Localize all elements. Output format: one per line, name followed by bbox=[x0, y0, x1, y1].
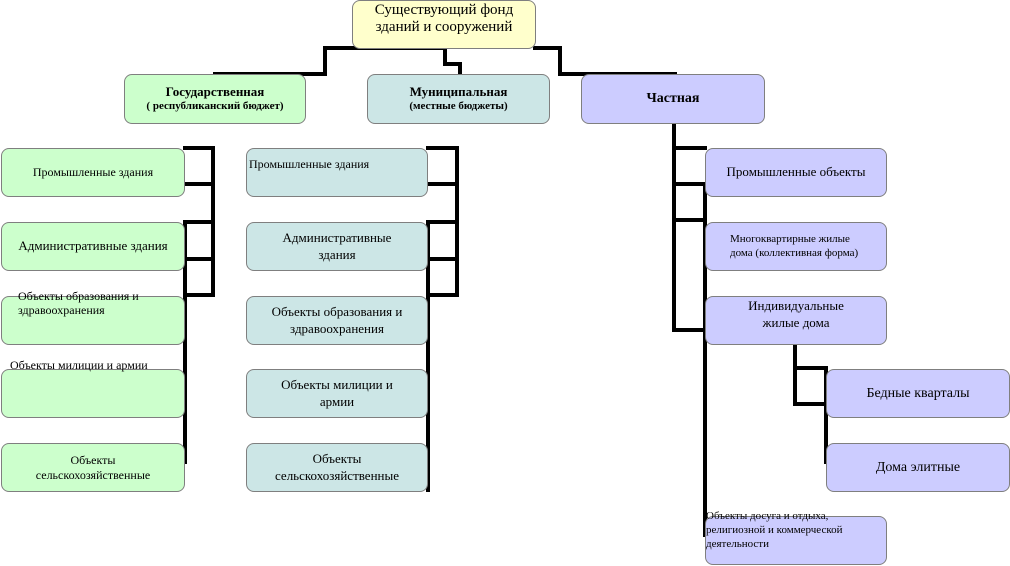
municipal-item-label: Объекты милиции и армии bbox=[281, 377, 393, 409]
connector-root-municipal bbox=[443, 46, 462, 78]
private-item-label: Промышленные объекты bbox=[726, 164, 866, 180]
municipal-item-police-army: Объекты милиции и армии bbox=[246, 369, 428, 418]
municipal-item-administrative: Административные здания bbox=[246, 222, 428, 271]
municipal-item-label: Объекты образования и здравоохранения bbox=[271, 304, 403, 336]
state-item-education-health: Объекты образования и здравоохранения bbox=[1, 289, 185, 345]
connector-private-ladder bbox=[672, 124, 707, 332]
individual-item-elite-houses: Дома элитные bbox=[826, 443, 1010, 492]
root-line2: зданий и сооружений bbox=[375, 19, 513, 36]
state-item-label: Объекты сельскохозяйственные bbox=[35, 452, 151, 482]
connector-individual-ladder bbox=[793, 343, 828, 406]
municipal-item-industrial: Промышленные здания bbox=[246, 148, 428, 197]
private-item-industrial: Промышленные объекты bbox=[705, 148, 887, 197]
municipal-item-education-health: Объекты образования и здравоохранения bbox=[246, 296, 428, 345]
municipal-item-label: Административные здания bbox=[282, 230, 392, 262]
private-item-leisure-religious-commercial: Объекты досуга и отдыха, религиозной и к… bbox=[705, 510, 887, 565]
private-item-individual-houses: Индивидуальные жилые дома bbox=[705, 296, 887, 345]
municipal-box: Муниципальная (местные бюджеты) bbox=[367, 74, 550, 124]
private-title: Частная bbox=[646, 91, 700, 107]
connector-root-private bbox=[533, 46, 677, 76]
private-item-apartment-blocks: Многоквартирные жилые дома (коллективная… bbox=[705, 222, 887, 271]
state-title: Государственная bbox=[165, 84, 265, 99]
municipal-subtitle: (местные бюджеты) bbox=[409, 100, 508, 113]
connector-root-state bbox=[213, 46, 447, 76]
state-item-label: Объекты образования и здравоохранения bbox=[18, 289, 139, 318]
state-item-industrial: Промышленные здания bbox=[1, 148, 185, 197]
state-item-administrative: Административные здания bbox=[1, 222, 185, 271]
private-box: Частная bbox=[581, 74, 765, 124]
private-item-label: Объекты досуга и отдыха, религиозной и к… bbox=[706, 510, 843, 550]
individual-item-poor-quarters: Бедные кварталы bbox=[826, 369, 1010, 418]
individual-item-label: Дома элитные bbox=[875, 459, 961, 475]
state-item-label: Административные здания bbox=[18, 238, 168, 254]
municipal-item-label: Промышленные здания bbox=[249, 157, 370, 171]
municipal-title: Муниципальная bbox=[409, 84, 508, 99]
state-item-label: Промышленные здания bbox=[32, 165, 154, 179]
private-item-label: Многоквартирные жилые дома (коллективная… bbox=[730, 232, 859, 259]
root-line1: Существующий фонд bbox=[374, 2, 514, 18]
private-item-label: Индивидуальные жилые дома bbox=[748, 298, 844, 330]
municipal-item-agricultural: Объекты сельскохозяйственные bbox=[246, 443, 428, 492]
state-item-police-army: Объекты милиции и армии bbox=[1, 358, 185, 418]
state-item-label: Объекты милиции и армии bbox=[10, 358, 148, 372]
municipal-item-label: Объекты сельскохозяйственные bbox=[275, 451, 399, 483]
state-item-agricultural: Объекты сельскохозяйственные bbox=[1, 443, 185, 492]
state-subtitle: ( республиканский бюджет) bbox=[146, 100, 284, 113]
individual-item-label: Бедные кварталы bbox=[866, 385, 970, 401]
state-box: Государственная ( республиканский бюджет… bbox=[124, 74, 306, 124]
root-box: Существующий фонд зданий и сооружений bbox=[352, 0, 536, 49]
